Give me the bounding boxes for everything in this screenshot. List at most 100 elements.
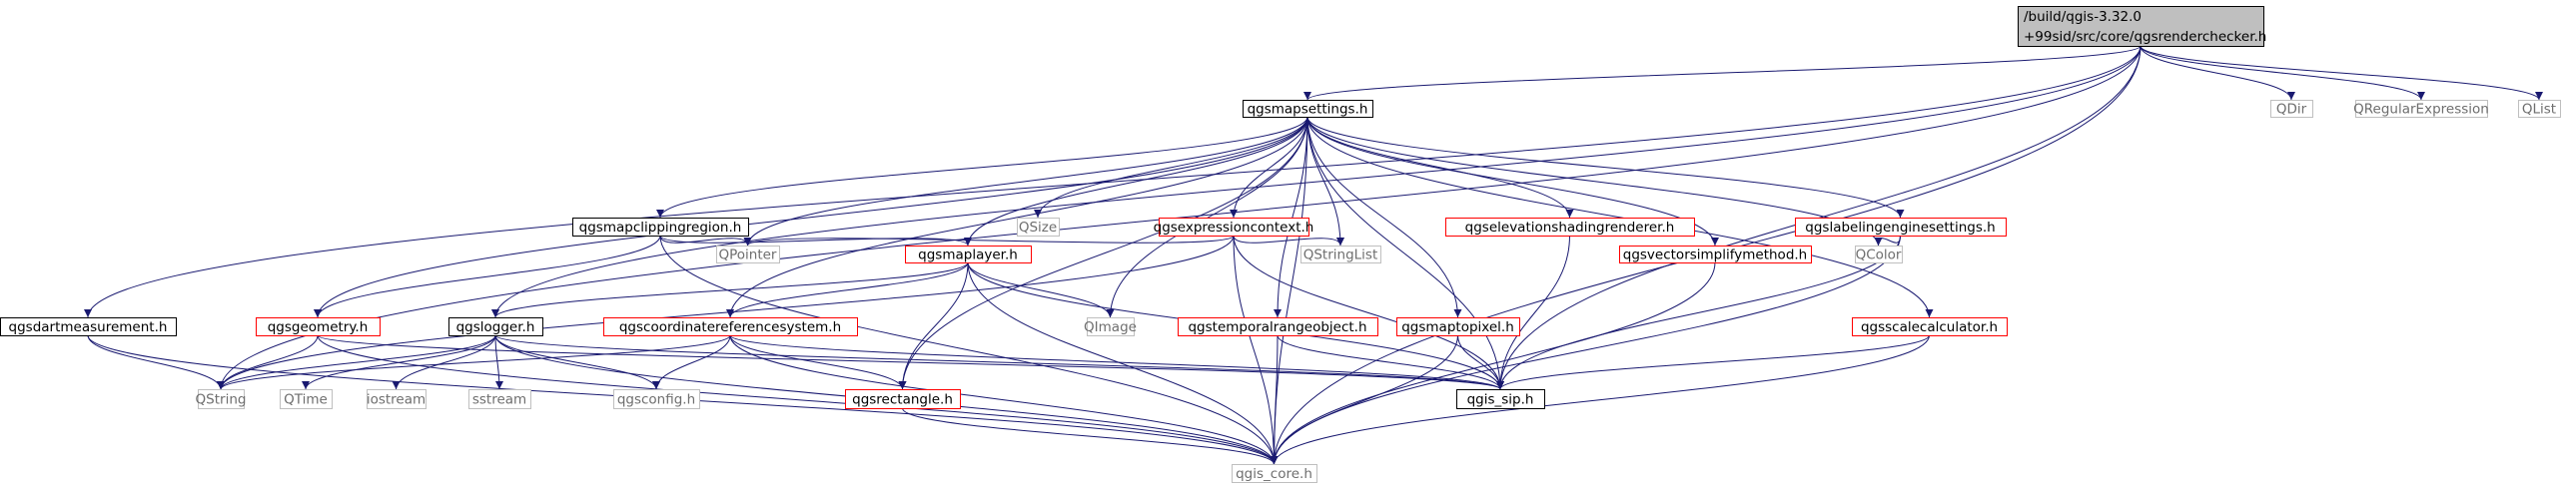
node-label-qgsrectangle: qgsrectangle.h	[852, 392, 953, 408]
node-box-qstringlist	[1300, 246, 1381, 263]
node-box-root	[2018, 6, 2264, 47]
node-box-qgscoordinatereferencesystem	[603, 317, 858, 336]
node-qlist[interactable]: QList	[2518, 100, 2561, 118]
node-box-qcolor	[1855, 246, 1903, 263]
node-label-qtime: QTime	[284, 392, 328, 408]
node-qgsexpressioncontext[interactable]: qgsexpressioncontext.h	[1154, 218, 1314, 237]
edge-qgsmapsettings-to-qgstemporalrangeobject	[1274, 116, 1308, 318]
node-qpointer[interactable]: QPointer	[716, 246, 780, 263]
node-qimage[interactable]: QImage	[1084, 317, 1137, 336]
node-qsize[interactable]: QSize	[1017, 218, 1060, 237]
edge-qgsmapsettings-to-qgselevationshadingrenderer	[1306, 116, 1574, 219]
node-box-qgis_sip	[1456, 389, 1545, 409]
edge-qgslogger-to-qgis_sip	[494, 334, 1504, 390]
node-qgsrectangle[interactable]: qgsrectangle.h	[845, 389, 961, 409]
edge-qgsmapsettings-to-qgsmaptopixel	[1306, 116, 1462, 318]
node-qgslabelingenginesettings[interactable]: qgslabelingenginesettings.h	[1795, 218, 2007, 237]
edge-qgscoordinatereferencesystem-to-qstring	[217, 334, 731, 390]
node-qgsgeometry[interactable]: qgsgeometry.h	[256, 317, 381, 336]
node-label-qgsexpressioncontext: qgsexpressioncontext.h	[1154, 220, 1314, 236]
node-label-qsize: QSize	[1019, 220, 1057, 236]
edge-qgsmapsettings-to-qimage	[1106, 116, 1308, 318]
node-label-qpointer: QPointer	[718, 248, 776, 263]
edge-qgscoordinatereferencesystem-to-qgsrectangle	[729, 334, 907, 390]
node-qgis_core[interactable]: qgis_core.h	[1232, 464, 1317, 483]
node-box-qgsrectangle	[845, 389, 961, 409]
edge-qgslogger-to-sstream	[494, 334, 503, 390]
node-qgsconfig[interactable]: qgsconfig.h	[613, 389, 700, 409]
edge-qgsmapsettings-to-qgsscalecalculator	[1306, 116, 1934, 318]
node-label-qgis_core: qgis_core.h	[1236, 466, 1312, 482]
node-box-qgsmapclippingregion	[572, 218, 749, 237]
node-qregularexpression[interactable]: QRegularExpression	[2353, 100, 2489, 118]
node-label-iostream: iostream	[367, 392, 426, 408]
node-box-qgsgeometry	[256, 317, 381, 336]
edge-qgsmaptopixel-to-qgis_sip	[1457, 334, 1504, 390]
edge-qgsmapsettings-to-qgslabelingenginesettings	[1306, 116, 1905, 219]
node-qstringlist[interactable]: QStringList	[1300, 246, 1381, 263]
node-label-root: +99sid/src/core/qgsrenderchecker.h	[2024, 29, 2266, 45]
edge-qgstemporalrangeobject-to-qgis_sip	[1277, 334, 1504, 390]
node-root[interactable]: /build/qgis-3.32.0+99sid/src/core/qgsren…	[2018, 6, 2267, 47]
node-box-sstream	[468, 389, 531, 409]
node-qgstemporalrangeobject[interactable]: qgstemporalrangeobject.h	[1178, 317, 1378, 336]
edge-qgsscalecalculator-to-qgis_core	[1270, 334, 1930, 465]
node-qgsdartmeasurement[interactable]: qgsdartmeasurement.h	[0, 317, 177, 336]
edge-qgsgeometry-to-qstring	[217, 334, 319, 390]
node-qgsscalecalculator[interactable]: qgsscalecalculator.h	[1852, 317, 2008, 336]
node-qtime[interactable]: QTime	[280, 389, 333, 409]
node-box-qimage	[1087, 317, 1135, 336]
edge-qgsmaplayer-to-qgsrectangle	[898, 261, 969, 390]
node-qstring[interactable]: QString	[196, 389, 247, 409]
node-qgsmapsettings[interactable]: qgsmapsettings.h	[1243, 100, 1373, 118]
edge-qgsexpressioncontext-to-qgis_sip	[1233, 235, 1504, 390]
node-box-qgsdartmeasurement	[0, 317, 177, 336]
node-box-qgsmaplayer	[905, 246, 1032, 263]
node-qgselevationshadingrenderer[interactable]: qgselevationshadingrenderer.h	[1445, 218, 1695, 237]
node-box-qgslabelingenginesettings	[1795, 218, 2007, 237]
node-label-qgselevationshadingrenderer: qgselevationshadingrenderer.h	[1465, 220, 1675, 236]
edge-qgslogger-to-qstring	[217, 334, 496, 390]
node-qgis_sip[interactable]: qgis_sip.h	[1456, 389, 1545, 409]
edge-qgsmapsettings-to-qgsrectangle	[898, 116, 1308, 390]
edge-qgselevationshadingrenderer-to-qgis_sip	[1496, 235, 1570, 390]
node-qgsmapclippingregion[interactable]: qgsmapclippingregion.h	[572, 218, 749, 237]
node-qgsmaplayer[interactable]: qgsmaplayer.h	[905, 246, 1032, 263]
nodes-layer: /build/qgis-3.32.0+99sid/src/core/qgsren…	[0, 6, 2561, 483]
edge-qgsexpressioncontext-to-qgis_core	[1233, 235, 1279, 465]
edge-qgslogger-to-qtime	[302, 334, 496, 390]
node-box-qgsconfig	[613, 389, 700, 409]
node-qgscoordinatereferencesystem[interactable]: qgscoordinatereferencesystem.h	[603, 317, 858, 336]
node-label-qgscoordinatereferencesystem: qgscoordinatereferencesystem.h	[619, 319, 841, 335]
node-label-qgsmaplayer: qgsmaplayer.h	[918, 248, 1018, 263]
node-box-qgis_core	[1232, 464, 1317, 483]
node-label-qgsvectorsimplifymethod: qgsvectorsimplifymethod.h	[1623, 248, 1808, 263]
node-qgslogger[interactable]: qgslogger.h	[448, 317, 543, 336]
node-qgsmaptopixel[interactable]: qgsmaptopixel.h	[1396, 317, 1520, 336]
node-label-qgslabelingenginesettings: qgslabelingenginesettings.h	[1805, 220, 1995, 236]
edge-qgslogger-to-iostream	[392, 334, 496, 390]
edge-qgsmaplayer-to-qimage	[967, 261, 1115, 318]
node-qdir[interactable]: QDir	[2270, 100, 2313, 118]
node-label-qgsconfig: qgsconfig.h	[617, 392, 695, 408]
node-box-qlist	[2518, 100, 2561, 118]
node-label-qdir: QDir	[2276, 102, 2307, 118]
node-qcolor[interactable]: QColor	[1855, 246, 1903, 263]
edge-qgsmapclippingregion-to-qgsgeometry	[314, 235, 661, 318]
node-iostream[interactable]: iostream	[367, 389, 427, 409]
node-label-sstream: sstream	[472, 392, 526, 408]
edge-qgsexpressioncontext-to-qstringlist	[1233, 235, 1344, 247]
node-box-qgslogger	[448, 317, 543, 336]
edge-qgsmapclippingregion-to-qgis_core	[659, 235, 1279, 465]
node-box-qpointer	[716, 246, 780, 263]
edge-qgsmapsettings-to-qgscoordinatereferencesystem	[726, 116, 1308, 318]
node-box-qstring	[198, 389, 245, 409]
edge-qgsgeometry-to-qgis_core	[317, 334, 1279, 465]
edge-qgslabelingenginesettings-to-qcolor	[1874, 235, 1901, 247]
node-qgsvectorsimplifymethod[interactable]: qgsvectorsimplifymethod.h	[1619, 246, 1812, 263]
node-sstream[interactable]: sstream	[468, 389, 531, 409]
node-box-qgsmaptopixel	[1396, 317, 1520, 336]
node-label-qgsscalecalculator: qgsscalecalculator.h	[1861, 319, 1998, 335]
edge-qgsmapsettings-to-qsize	[1034, 116, 1308, 219]
